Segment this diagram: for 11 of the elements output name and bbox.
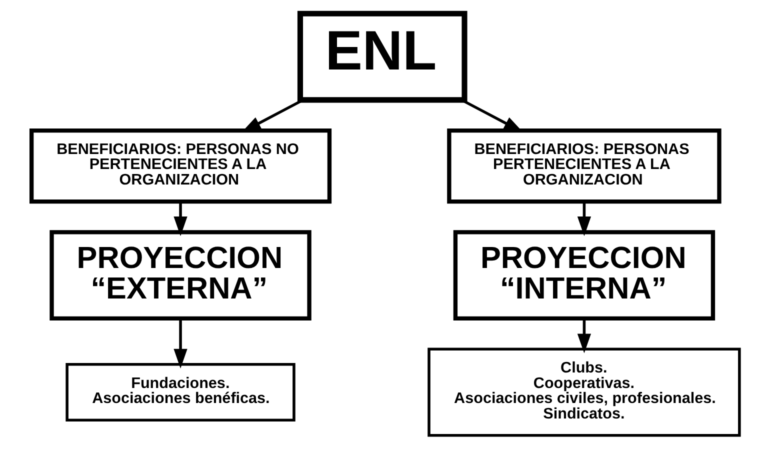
node-box: Fundaciones. Asociaciones benéficas. bbox=[66, 363, 296, 422]
node-box: PROYECCION “INTERNA” bbox=[453, 230, 716, 321]
arrow bbox=[174, 318, 188, 368]
arrow bbox=[174, 202, 188, 236]
node-box: Clubs. Cooperativas. Asociaciones civiles, profesionales. Sindicatos. bbox=[428, 348, 741, 437]
node-box: ENL bbox=[297, 10, 468, 103]
arrow bbox=[577, 318, 592, 354]
node-box: BENEFICIARIOS: PERSONAS NO PERTENECIENTES A LA ORGANIZACION bbox=[29, 128, 332, 204]
node-box: BENEFICIARIOS: PERSONAS PERTENECIENTES A LA ORGANIZACION bbox=[447, 128, 722, 204]
arrow bbox=[577, 202, 592, 236]
node-box: PROYECCION “EXTERNA” bbox=[50, 230, 312, 321]
